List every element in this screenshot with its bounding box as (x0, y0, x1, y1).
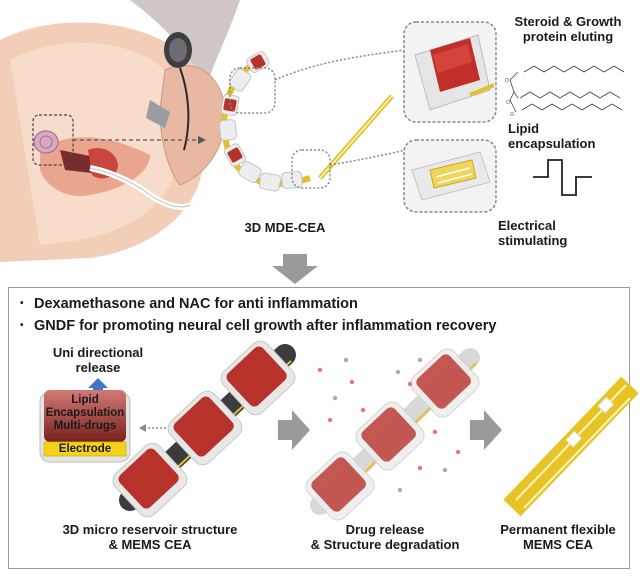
stage2-label: Drug release & Structure degradation (310, 522, 460, 552)
drug-particle (407, 381, 413, 387)
drug-particle (417, 357, 423, 363)
cea-label: 3D MDE-CEA (244, 220, 326, 235)
drug-particle (432, 429, 438, 435)
array-segment (228, 68, 252, 92)
degrading-pod (355, 401, 425, 471)
reservoir-pod (167, 390, 243, 466)
array-segment (246, 51, 270, 73)
drug-particle (349, 379, 355, 385)
drug-particle (442, 467, 448, 473)
degrading-pod (410, 348, 480, 418)
lipid-label: Lipid encapsulation (508, 121, 596, 151)
array-segment (224, 143, 246, 167)
reservoir-pod (112, 442, 188, 518)
svg-text:O: O (506, 100, 510, 106)
drug-particle (317, 367, 323, 373)
stage3-label: Permanent flexible MEMS CEA (500, 522, 616, 552)
svg-text:O: O (510, 112, 514, 118)
array-segment (219, 119, 237, 141)
lower-panel (8, 287, 630, 569)
reservoir-pod (220, 340, 296, 416)
array-segment (238, 161, 262, 183)
release-label: Uni directional release (52, 345, 144, 375)
drug-particle (343, 357, 349, 363)
array-segment (281, 171, 303, 189)
degrading-pod (305, 451, 375, 521)
drug-particle (417, 465, 423, 471)
array-segment (258, 172, 282, 192)
bullet-2: •GNDF for promoting neural cell growth a… (20, 318, 497, 334)
drug-particle (360, 407, 366, 413)
stage1-label: 3D micro reservoir structure & MEMS CEA (62, 522, 238, 552)
drug-particle (332, 395, 338, 401)
electrical-label: Electrical stimulating (498, 218, 568, 248)
drug-particle (395, 369, 401, 375)
reservoir-text: Lipid Encapsulation Multi-drugs (45, 394, 125, 432)
array-segment (220, 93, 240, 117)
drug-particle (397, 487, 403, 493)
drug-particle (327, 417, 333, 423)
bullet-1: •Dexamethasone and NAC for anti inflamma… (20, 296, 358, 312)
drug-particle (455, 449, 461, 455)
svg-text:O: O (505, 78, 509, 84)
electrode-label: Electrode (58, 443, 112, 455)
steroid-label: Steroid & Growth protein eluting (514, 14, 622, 44)
